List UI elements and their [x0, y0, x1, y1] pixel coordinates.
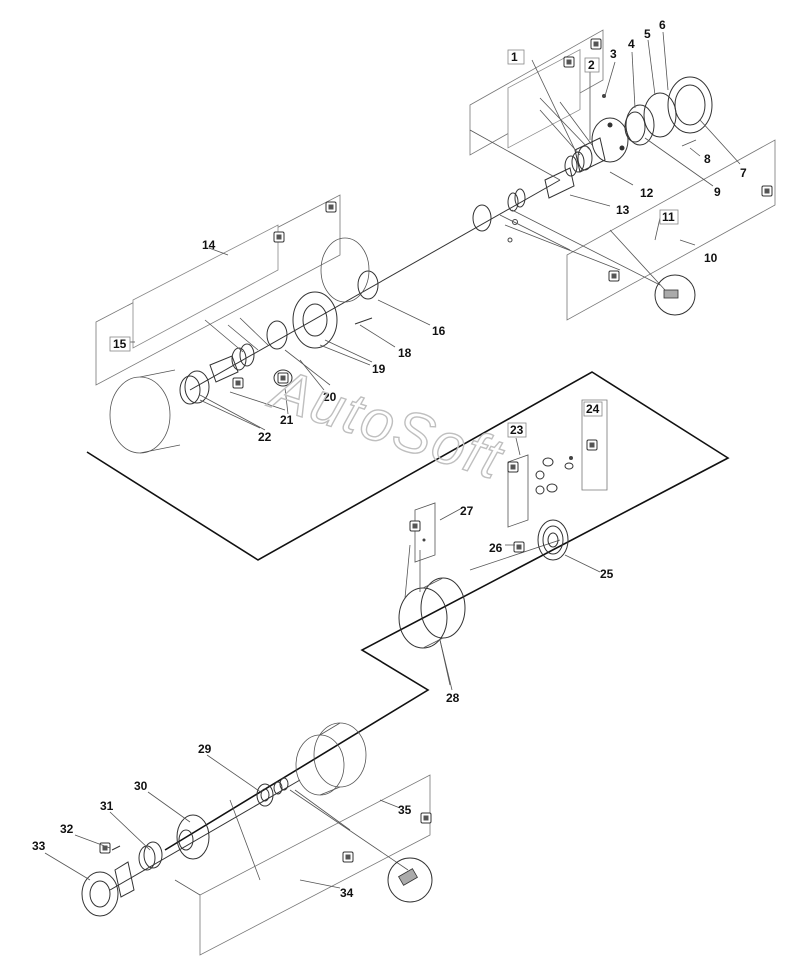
- label-6: 6: [659, 18, 666, 32]
- label-9: 9: [714, 185, 721, 199]
- grease-can-icon: [608, 270, 620, 282]
- grease-can-icon: [273, 231, 285, 243]
- label-35: 35: [398, 803, 412, 817]
- label-18: 18: [398, 346, 412, 360]
- grease-can-icon: [590, 38, 602, 50]
- label-7: 7: [740, 166, 747, 180]
- label-1: 1: [511, 50, 518, 64]
- grease-can-icon: [342, 851, 354, 863]
- grease-can-icon: [420, 812, 432, 824]
- watermark-autosoft: AutoSoft: [261, 356, 512, 493]
- label-2: 2: [588, 58, 595, 72]
- upper-right-assembly: [469, 76, 713, 316]
- grease-can-icon: [232, 377, 244, 389]
- inner-box-14: [132, 224, 279, 349]
- grease-can-icon: [586, 439, 598, 451]
- label-24: 24: [586, 402, 600, 416]
- label-15: 15: [113, 337, 127, 351]
- leader-lines: [44, 31, 741, 889]
- label-11: 11: [662, 210, 675, 224]
- label-22: 22: [258, 430, 272, 444]
- label-19: 19: [372, 362, 386, 376]
- label-30: 30: [134, 779, 148, 793]
- main-axis-upper: [189, 179, 561, 391]
- label-12: 12: [640, 186, 654, 200]
- outline-path: [86, 371, 730, 851]
- label-25: 25: [600, 567, 614, 581]
- lower-assembly: [81, 722, 433, 917]
- grease-can-icon: [507, 461, 519, 473]
- grease-can-icon: [409, 520, 421, 532]
- label-23: 23: [510, 423, 524, 437]
- label-33: 33: [32, 839, 46, 853]
- grease-can-icon: [513, 541, 525, 553]
- label-28: 28: [446, 691, 460, 705]
- label-8: 8: [704, 152, 711, 166]
- grease-can-icon: [761, 185, 773, 197]
- label-13: 13: [616, 203, 630, 217]
- grease-can-icon: [325, 201, 337, 213]
- label-27: 27: [460, 504, 474, 518]
- label-21: 21: [280, 413, 294, 427]
- panel-34: [199, 774, 431, 956]
- axis-25: [469, 539, 561, 571]
- label-3: 3: [610, 47, 617, 61]
- label-34: 34: [340, 886, 354, 900]
- label-31: 31: [100, 799, 114, 813]
- label-14: 14: [202, 238, 216, 252]
- left-upper-assembly: [109, 237, 379, 454]
- label-5: 5: [644, 27, 651, 41]
- label-32: 32: [60, 822, 74, 836]
- label-26: 26: [489, 541, 503, 555]
- label-29: 29: [198, 742, 212, 756]
- label-4: 4: [628, 37, 635, 51]
- label-16: 16: [432, 324, 446, 338]
- part-number-labels: 1 2 3 4 5 6 7 8 9 10 11 12 13 14 15 16 1…: [32, 18, 747, 900]
- label-10: 10: [704, 251, 718, 265]
- label-20: 20: [323, 390, 337, 404]
- grease-can-icon: [563, 56, 575, 68]
- inner-box-1: [507, 48, 581, 149]
